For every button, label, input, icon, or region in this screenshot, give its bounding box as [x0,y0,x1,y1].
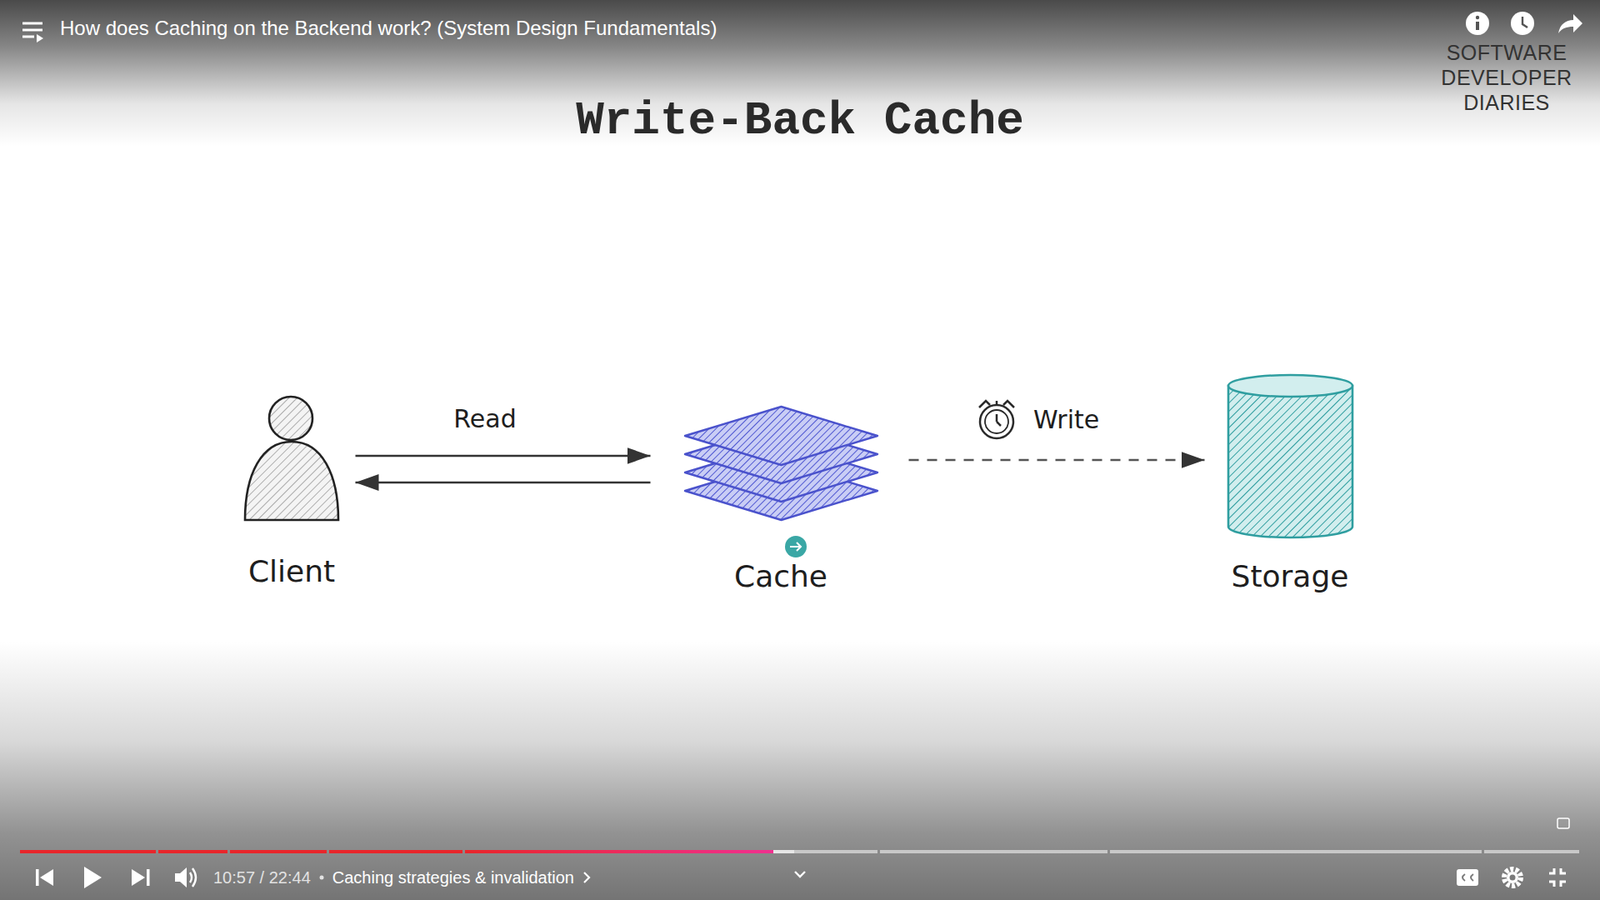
node-label: Storage [1231,559,1350,594]
next-icon [131,869,150,886]
prev-icon [35,869,54,886]
video-title: How does Caching on the Backend work? (S… [60,16,717,41]
person-body [245,441,339,520]
separator-dot [319,875,325,880]
play-icon [84,866,102,889]
time-display: 10:57 / 22:44 [213,868,311,888]
stopwatch-icon [979,400,1015,439]
node-figure [241,395,342,523]
exit-fullscreen-icon [1549,868,1566,887]
settings-icon [1504,869,1521,886]
connector-arrow [355,455,651,458]
playlist-icon [22,23,44,43]
info-icon [1465,11,1490,35]
chapters-chevron [795,871,805,877]
chapter-chevron [582,870,591,885]
edge-label: Write [1030,405,1103,435]
share-icon [1558,14,1583,34]
node-spacer [241,522,343,555]
diagram-title: Write-Back Cache [0,93,1600,150]
progress-bar [20,850,1580,854]
connector-arrow [355,481,651,485]
cylinder-top [1228,375,1353,397]
cache-node: Cache [682,405,880,594]
node-label: Client [248,554,335,589]
client-node: Client [241,395,343,589]
volume-icon [175,867,196,888]
edge-label: Read [450,404,520,435]
node-spacer [1225,539,1356,560]
connector-arrow [909,459,1205,461]
captions-icon [1456,869,1479,886]
cylinder-body [1228,385,1353,538]
node-spacer [682,527,880,560]
node-label: Cache [734,559,828,594]
chapter-title: Caching strategies & invalidation [332,868,575,888]
cache-layer [685,406,878,465]
person-head [269,396,313,440]
storage-node: Storage [1225,373,1356,594]
time-row: 10:57 / 22:44 Caching strategies & inval… [213,866,591,889]
watch-later-icon [1510,11,1535,35]
node-figure [682,405,880,528]
node-figure [1225,373,1356,540]
channel-logo: SOFTWARE DEVELOPER DIARIES [1435,40,1579,115]
pointer-badge [785,535,807,558]
miniplayer-badge [1557,818,1570,829]
